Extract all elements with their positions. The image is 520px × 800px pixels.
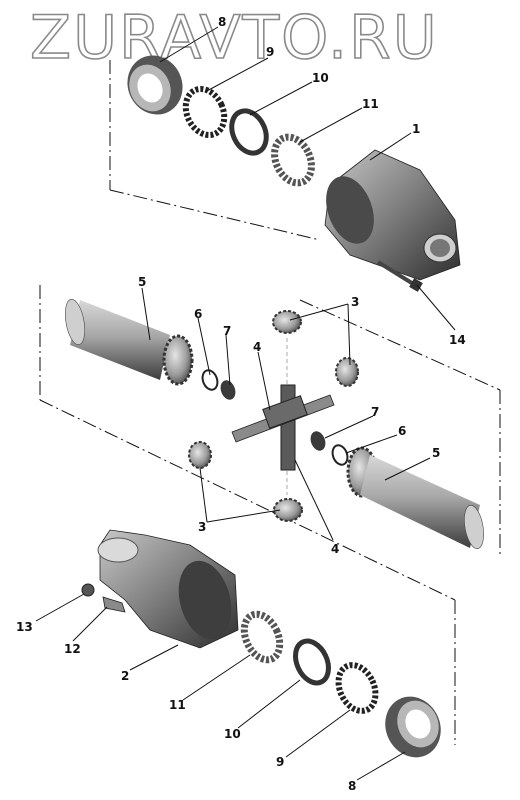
spider-gear-bottom <box>273 498 303 522</box>
ring-10-bottom <box>293 638 331 686</box>
washer-6-right <box>331 444 349 466</box>
housing-1 <box>324 149 461 281</box>
washer-6-left <box>201 369 219 391</box>
bearing-bottom <box>385 696 441 758</box>
callout-10-bottom: 10 <box>224 727 241 741</box>
nut-13 <box>81 583 95 597</box>
callout-6-left: 6 <box>194 307 202 321</box>
callout-6-right: 6 <box>398 424 406 438</box>
ring-9-top <box>182 85 228 139</box>
washer-7-right <box>310 431 326 451</box>
callout-4-top: 4 <box>253 340 261 354</box>
ring-9-bottom <box>335 662 379 714</box>
callout-5-left: 5 <box>138 275 146 289</box>
ring-11-bottom <box>240 610 284 664</box>
callout-11-bottom: 11 <box>169 698 186 712</box>
callout-2: 2 <box>121 669 129 683</box>
callout-5-right: 5 <box>432 446 440 460</box>
lock-plate-12 <box>102 596 126 613</box>
leader-lines <box>35 26 456 781</box>
callout-12: 12 <box>64 642 81 656</box>
callouts: 8 9 10 11 1 14 5 6 7 4 3 7 6 5 3 4 13 12… <box>16 15 466 793</box>
callout-4-bottom: 4 <box>331 542 339 556</box>
callout-1: 1 <box>412 122 420 136</box>
callout-8-top: 8 <box>218 15 226 29</box>
callout-9-bottom: 9 <box>276 755 284 769</box>
callout-9-top: 9 <box>266 45 274 59</box>
spider-gear-top <box>272 310 302 334</box>
callout-7-right: 7 <box>371 405 379 419</box>
callout-7-left: 7 <box>223 324 231 338</box>
spider-gear-left <box>188 441 212 469</box>
callout-14: 14 <box>449 333 466 347</box>
watermark-text: ZURAVTO.RU <box>30 3 439 73</box>
axle-shaft-left <box>64 298 194 386</box>
ring-11-top <box>271 133 315 187</box>
callout-3-top: 3 <box>351 295 359 309</box>
callout-13: 13 <box>16 620 33 634</box>
callout-8-bottom: 8 <box>348 779 356 793</box>
axle-shaft-right <box>346 446 484 550</box>
callout-3-bottom: 3 <box>198 520 206 534</box>
ring-10-top <box>229 108 269 156</box>
assembly-lines <box>39 60 501 745</box>
housing-2 <box>97 529 239 649</box>
callout-11-top: 11 <box>362 97 379 111</box>
callout-10-top: 10 <box>312 71 329 85</box>
spider-gear-right <box>335 357 359 387</box>
washer-7-left <box>220 380 236 400</box>
bearing-top <box>127 55 183 115</box>
cross-4 <box>231 338 335 495</box>
